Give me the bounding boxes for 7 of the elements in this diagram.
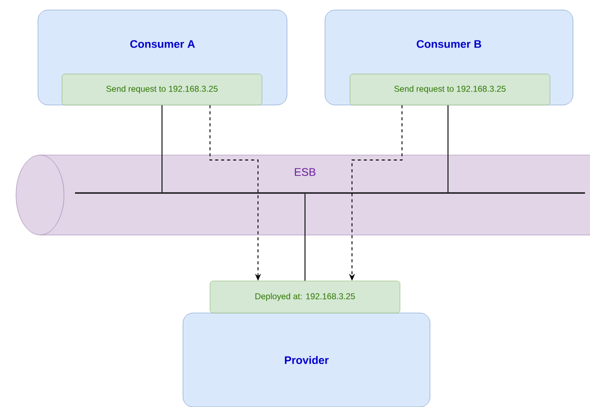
bus-cylinder: ESB [16, 154, 590, 236]
address-box: Send request to 192.168.3.25 [62, 74, 262, 106]
address-box: Deployed at: 192.168.3.25 [210, 280, 400, 314]
component-box: Provider [182, 312, 430, 407]
address-box: Send request to 192.168.3.25 [350, 74, 550, 106]
bus-line [75, 192, 585, 194]
connector-line [304, 193, 306, 282]
